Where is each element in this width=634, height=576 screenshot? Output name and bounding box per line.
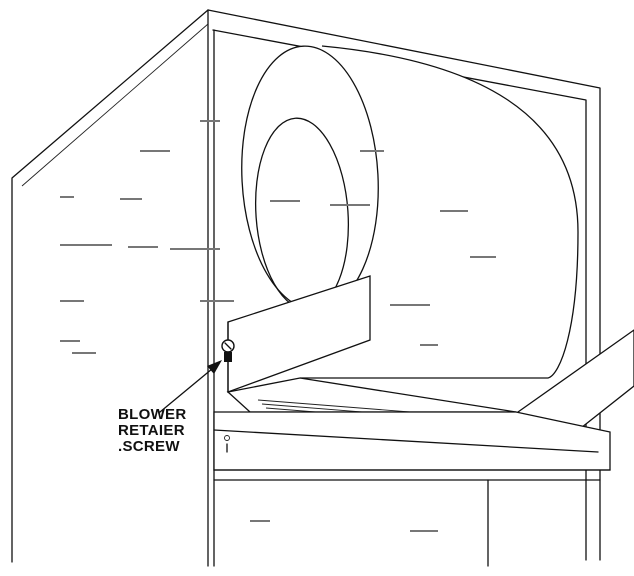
panel-fastener-mark (224, 435, 230, 453)
callout-leader (159, 360, 222, 413)
panel-fastener-dot (224, 435, 230, 441)
scan-noise (60, 120, 496, 532)
deck-top-surface (226, 377, 517, 413)
left-side-panel-fold (21, 23, 209, 187)
callout-arrowhead (207, 360, 222, 374)
front-cross-panel (213, 411, 611, 481)
screw-shank (224, 352, 232, 362)
screw-slot (224, 342, 232, 350)
callout-label-line-1: BLOWER (118, 406, 187, 423)
blower-retainer-screw (221, 339, 235, 362)
cross-panel-upper-line (213, 429, 599, 453)
callout-leader-line (159, 363, 219, 413)
callout-label-line-2: RETAIER (118, 422, 185, 439)
left-side-panel (11, 9, 209, 563)
callout-label-line-3: .SCREW (118, 438, 180, 455)
